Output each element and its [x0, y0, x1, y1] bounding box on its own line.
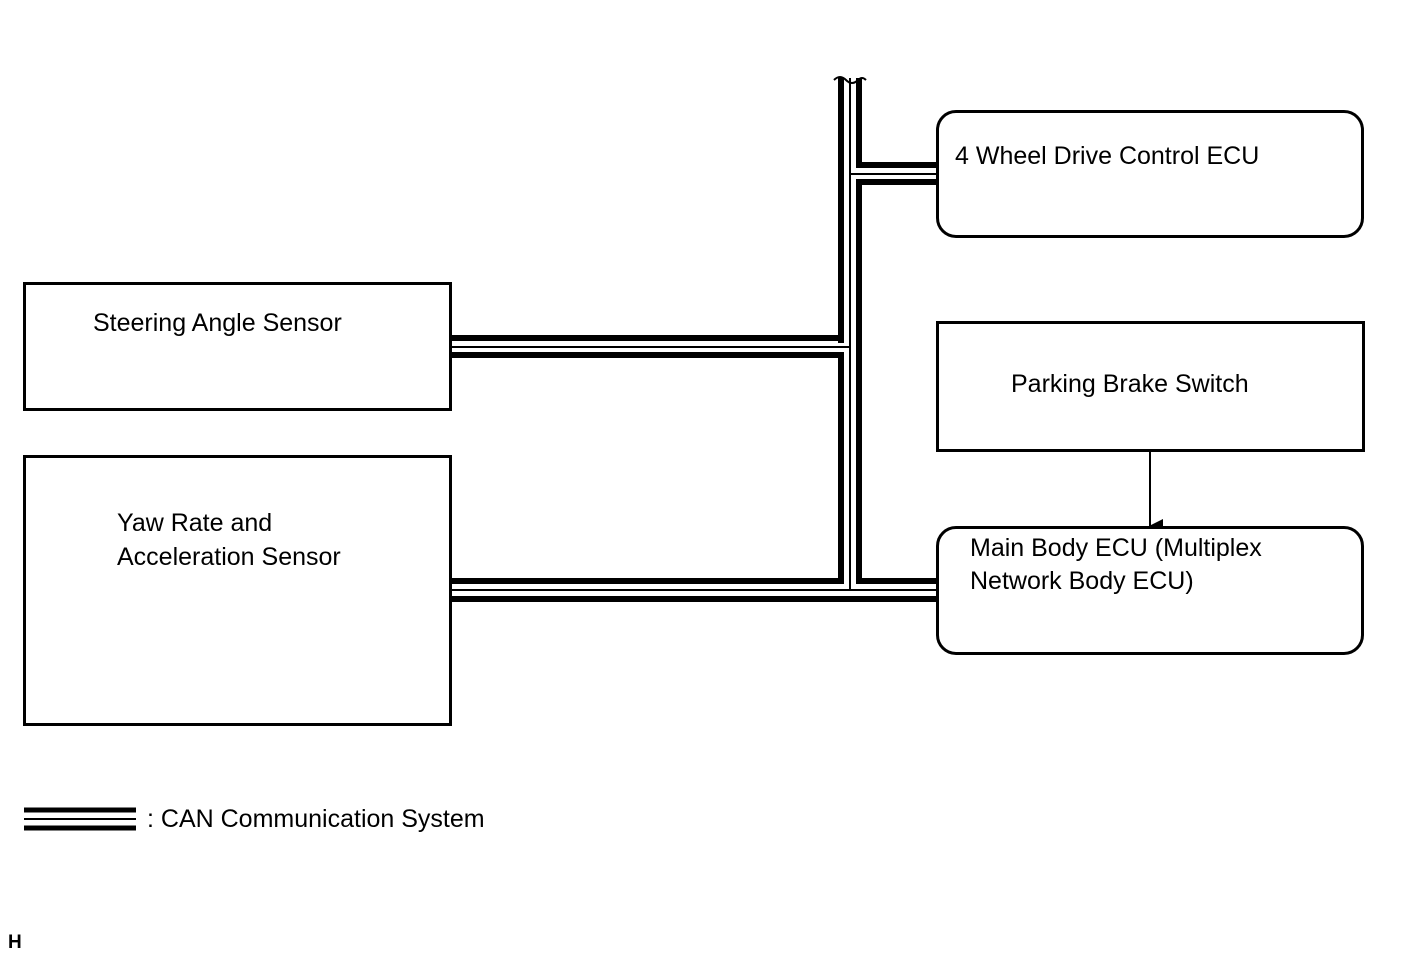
- four-wd-control-ecu-box: [936, 110, 1364, 238]
- can-branch-yaw-and-main-body: [450, 578, 938, 602]
- yaw-rate-sensor-label-line2: Acceleration Sensor: [117, 543, 341, 571]
- yaw-rate-sensor-label-line1: Yaw Rate and: [117, 509, 273, 537]
- main-body-ecu-label-line2: Network Body ECU): [970, 567, 1194, 595]
- steering-angle-sensor-box: [23, 282, 452, 411]
- steering-angle-sensor-label: Steering Angle Sensor: [93, 309, 342, 337]
- can-legend-symbol: [24, 807, 136, 831]
- main-body-ecu-label-line1: Main Body ECU (Multiplex: [970, 534, 1262, 562]
- can-branch-4wd-ecu: [850, 162, 938, 185]
- can-branch-steering-sensor: [450, 335, 850, 358]
- parking-brake-switch-box: [936, 321, 1365, 452]
- can-legend-label: : CAN Communication System: [147, 805, 485, 833]
- four-wd-control-ecu-label: 4 Wheel Drive Control ECU: [955, 142, 1260, 170]
- corner-mark: H: [8, 932, 22, 953]
- can-bus-trunk: [833, 76, 867, 590]
- yaw-rate-sensor-box: [23, 455, 452, 726]
- parking-brake-switch-label: Parking Brake Switch: [1011, 370, 1249, 398]
- main-body-ecu-box: [936, 526, 1364, 655]
